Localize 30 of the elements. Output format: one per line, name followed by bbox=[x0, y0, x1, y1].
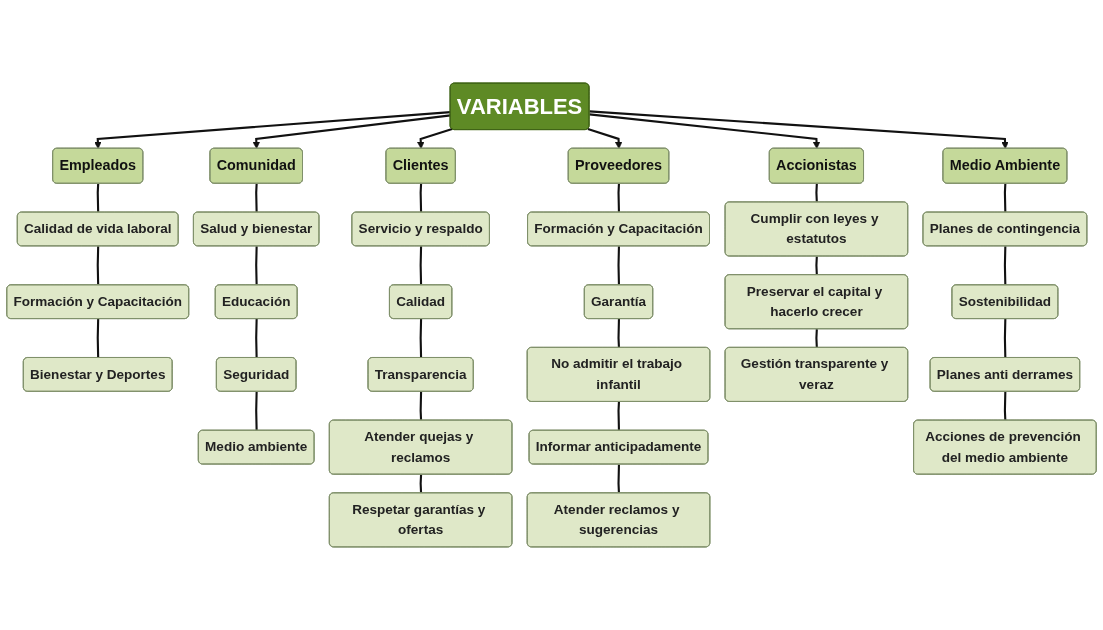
connector bbox=[96, 246, 100, 286]
connector bbox=[255, 319, 258, 358]
connector bbox=[617, 246, 620, 286]
connector bbox=[815, 256, 818, 276]
connector bbox=[815, 183, 818, 203]
connector bbox=[255, 246, 258, 286]
connector bbox=[255, 391, 258, 431]
connector bbox=[617, 183, 620, 213]
connector bbox=[815, 329, 818, 348]
arrow bbox=[589, 110, 1009, 149]
connector bbox=[96, 183, 100, 213]
connector bbox=[419, 391, 423, 421]
connector bbox=[617, 319, 620, 348]
connector bbox=[419, 319, 423, 358]
arrow bbox=[252, 114, 451, 149]
arrow bbox=[94, 111, 451, 149]
connector bbox=[419, 474, 423, 494]
arrow bbox=[587, 128, 623, 149]
connector bbox=[1003, 319, 1007, 358]
connector bbox=[617, 401, 620, 431]
connector bbox=[96, 319, 100, 358]
arrow bbox=[417, 128, 453, 149]
connector bbox=[419, 183, 423, 213]
connector bbox=[1003, 391, 1007, 421]
connector bbox=[1003, 183, 1007, 213]
connector bbox=[1003, 246, 1007, 286]
connector bbox=[419, 246, 423, 286]
connector bbox=[617, 464, 620, 494]
arrow bbox=[589, 113, 821, 149]
connector bbox=[255, 183, 258, 213]
